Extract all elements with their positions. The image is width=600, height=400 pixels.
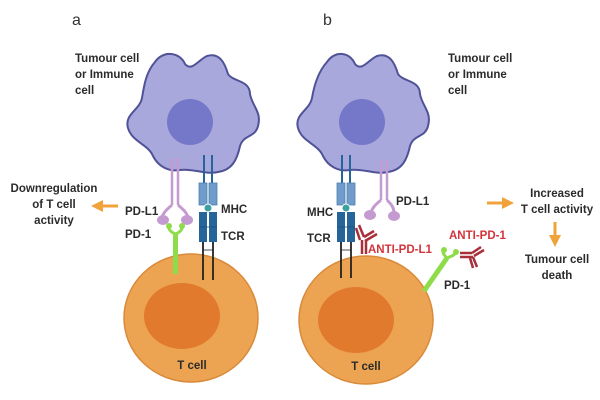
outcome-line1: Increased [530,188,584,200]
mhc-tcr-complex [336,155,356,278]
panel-letter: b [323,12,332,29]
pd1-receptor [421,247,459,293]
t-cell-nucleus [144,283,220,349]
panel-a: a [11,12,260,383]
outcome-line1: Downregulation [11,183,98,195]
outcome-line2: of T cell [32,199,75,211]
tumour-nucleus [167,99,213,145]
anti-pdl1-label: ANTI-PD-L1 [368,244,432,256]
tumour-nucleus [339,99,385,145]
pdl1-label: PD-L1 [396,196,430,208]
outcome-line2: T cell activity [521,204,594,216]
final-outcome-line1: Tumour cell [525,254,589,266]
anti-pdl1-antibody [354,224,378,254]
tumour-cell-label-line1: Tumour cell [448,53,512,65]
pd1-label: PD-1 [125,229,152,241]
panel-b: b [296,12,594,385]
mhc-tcr-complex [198,155,218,280]
tumour-cell-label-line3: cell [75,85,94,97]
tumour-cell-label-line1: Tumour cell [75,53,139,65]
t-cell-label: T cell [177,360,206,372]
pdl1-receptor [157,158,193,225]
anti-pd1-label: ANTI-PD-1 [449,230,506,242]
pdl1-label: PD-L1 [125,206,159,218]
tcr-label: TCR [221,231,245,243]
mhc-label: MHC [221,204,247,216]
t-cell-label: T cell [351,361,380,373]
t-cell-nucleus [318,287,394,353]
mhc-label: MHC [307,207,333,219]
panel-letter: a [72,12,81,29]
pd1-receptor [166,223,185,274]
tumour-cell-label-line2: or Immune [75,69,134,81]
final-outcome-line2: death [542,270,573,282]
pdl1-receptor [364,160,400,221]
pd1-label: PD-1 [444,280,471,292]
tcr-label: TCR [307,233,331,245]
outcome-line3: activity [34,215,74,227]
tumour-cell-label-line3: cell [448,85,467,97]
tumour-cell-label-line2: or Immune [448,69,507,81]
anti-pd1-antibody [460,245,485,269]
